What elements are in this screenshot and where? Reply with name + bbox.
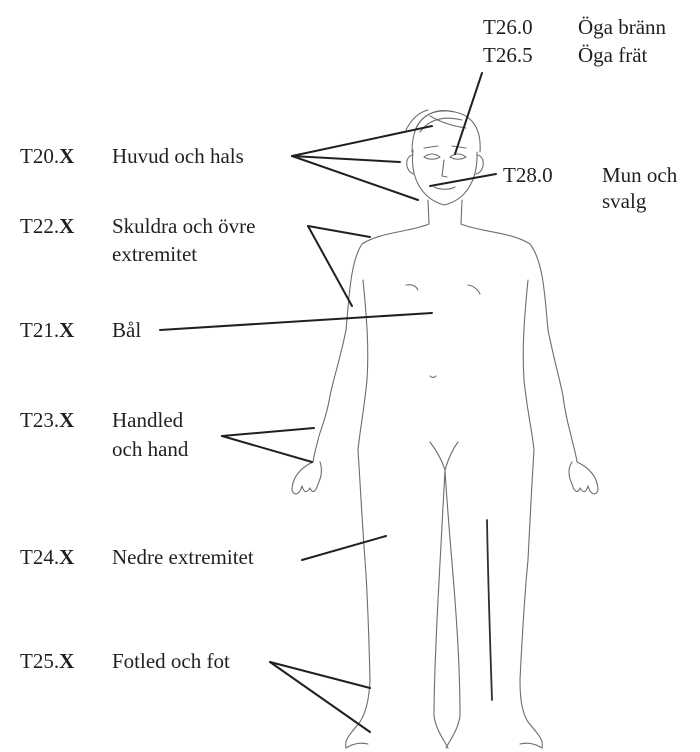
leader-foot-1 bbox=[270, 662, 370, 688]
region-code-lower-limb: T24.X bbox=[20, 544, 74, 570]
leader-trunk bbox=[160, 313, 432, 330]
region-code-shoulder-arm: T22.X bbox=[20, 213, 74, 239]
region-name-ankle-foot: Fotled och fot bbox=[112, 648, 230, 674]
leader-head-1 bbox=[292, 126, 432, 156]
leader-foot-2 bbox=[270, 662, 370, 732]
region-name-shoulder-arm-line-2: extremitet bbox=[112, 241, 197, 267]
eye-code-corrosion: T26.5 bbox=[483, 42, 533, 68]
region-code-trunk: T21.X bbox=[20, 317, 74, 343]
eye-name-burn: Öga bränn bbox=[578, 14, 666, 40]
region-name-trunk: Bål bbox=[112, 317, 141, 343]
eye-name-corrosion: Öga frät bbox=[578, 42, 647, 68]
eye-code-burn: T26.0 bbox=[483, 14, 533, 40]
region-code-head-neck: T20.X bbox=[20, 143, 74, 169]
leader-leg bbox=[302, 536, 386, 560]
leader-shoulder-2 bbox=[308, 226, 352, 306]
leader-shoulder-1 bbox=[308, 226, 370, 237]
mouth-code: T28.0 bbox=[503, 162, 553, 188]
leader-lines bbox=[160, 73, 496, 732]
mouth-name-line-1: Mun och bbox=[602, 162, 677, 188]
leader-hand-2 bbox=[222, 436, 312, 462]
region-name-shoulder-arm-line-1: Skuldra och övre bbox=[112, 213, 255, 239]
leader-mouth bbox=[430, 174, 496, 186]
region-name-wrist-hand-line-2: och hand bbox=[112, 436, 188, 462]
region-name-head-neck: Huvud och hals bbox=[112, 143, 244, 169]
leader-hand-1 bbox=[222, 428, 314, 436]
mouth-name-line-2: svalg bbox=[602, 188, 646, 214]
region-code-ankle-foot: T25.X bbox=[20, 648, 74, 674]
region-code-wrist-hand: T23.X bbox=[20, 407, 74, 433]
region-name-wrist-hand-line-1: Handled bbox=[112, 407, 183, 433]
region-name-lower-limb: Nedre extremitet bbox=[112, 544, 254, 570]
human-figure-drawing bbox=[292, 110, 598, 748]
